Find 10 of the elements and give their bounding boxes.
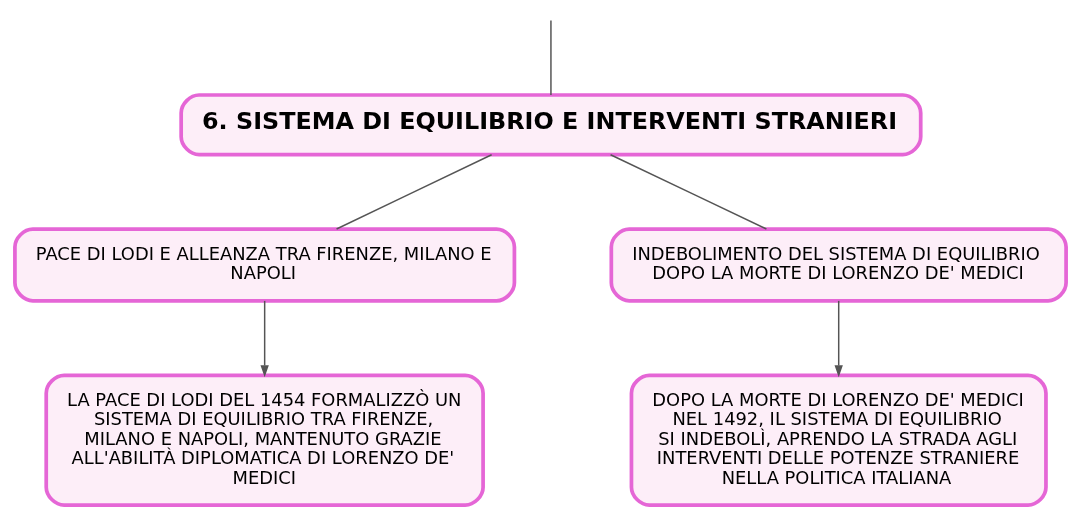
arrow: [260, 300, 269, 378]
connector: [335, 154, 493, 230]
arrow: [834, 300, 843, 378]
node-box: PACE DI LODI E ALLEANZA TRA FIRENZE, MILANO E NAPOLI: [13, 227, 517, 303]
node-box: 6. SISTEMA DI EQUILIBRIO E INTERVENTI STRANIERI: [179, 93, 923, 157]
connector: [609, 154, 768, 230]
node-box: DOPO LA MORTE DI LORENZO DE' MEDICI NEL 1492, IL SISTEMA DI EQUILIBRIO SI INDEBOLÌ, APRENDO LA STRADA AGLI INTERVENTI DELLE POTENZE STRANIERE NELLA POLITICA ITALIANA: [629, 373, 1048, 507]
connector: [550, 19, 552, 96]
node-box: INDEBOLIMENTO DEL SISTEMA DI EQUILIBRIO DOPO LA MORTE DI LORENZO DE' MEDICI: [609, 227, 1068, 303]
node-box: LA PACE DI LODI DEL 1454 FORMALIZZÒ UN SISTEMA DI EQUILIBRIO TRA FIRENZE, MILANO E NAPOLI, MANTENUTO GRAZIE ALL'ABILITÀ DIPLOMATICA DI LORENZO DE' MEDICI: [44, 373, 485, 507]
